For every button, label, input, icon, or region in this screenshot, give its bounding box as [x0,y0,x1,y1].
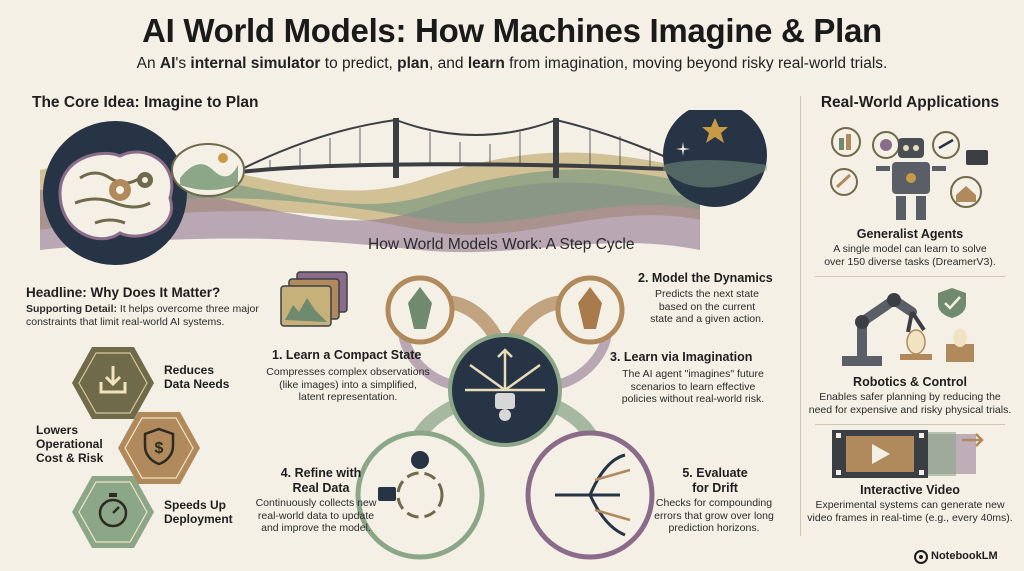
dollar-shield-icon: $ [143,427,175,466]
brain-icon [43,121,187,265]
app-video-title: Interactive Video [860,483,960,497]
app-robotics-title: Robotics & Control [853,375,967,389]
imagination-bubble-icon [171,143,245,197]
download-tray-icon [99,366,127,394]
step-1-desc: Compresses complex observations(like ima… [266,366,430,403]
cycle-diagram [355,275,655,560]
sparkle-icon [676,142,690,156]
image-stack-icon [280,271,348,327]
cycle-heading: How World Models Work: A Step Cycle [368,236,635,253]
hex-lowers-cost [118,412,200,484]
generalist-agents-illustration [830,127,988,220]
stopwatch-icon [98,493,128,528]
star-icon [702,118,728,143]
svg-text:$: $ [155,440,164,457]
brand-label: NotebookLM [931,550,998,562]
core-idea-heading: The Core Idea: Imagine to Plan [32,94,259,111]
why-headline: Headline: Why Does It Matter? [26,285,221,300]
page-subtitle: An AI's internal simulator to predict, p… [136,55,888,72]
column-divider [800,96,801,536]
app-divider-2 [815,424,1005,425]
applications-heading: Real-World Applications [820,94,1000,111]
notebooklm-logo-icon [914,550,928,564]
why-detail: Supporting Detail: It helps overcome thr… [26,303,259,328]
step-3-title: 3. Learn via Imagination [610,350,753,364]
app-generalist-title: Generalist Agents [856,227,964,241]
robot-arm-illustration [842,288,974,366]
page-title: AI World Models: How Machines Imagine & … [142,12,882,49]
video-frames-illustration [832,430,984,478]
step-1-title: 1. Learn a Compact State [272,348,422,362]
step-2-title: 2. Model the Dynamics [638,271,773,285]
app-divider-1 [815,276,1005,277]
